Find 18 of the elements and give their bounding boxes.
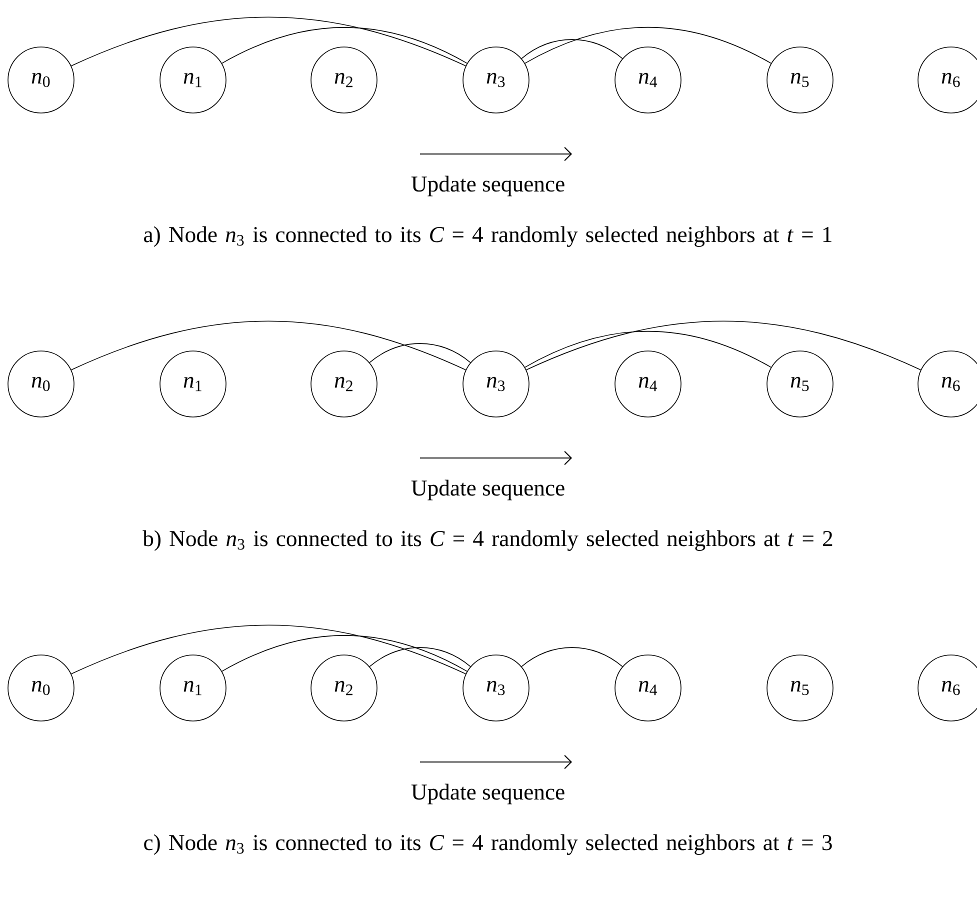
edge-line — [521, 39, 623, 59]
edge-line — [521, 647, 623, 667]
caption: a) Node n$_{3}$ is connected to its C = 4 randomly selected neighbors at t = 1 — [144, 226, 832, 247]
edge-line — [369, 343, 471, 363]
edge-line — [222, 27, 468, 64]
edge-line — [222, 635, 468, 672]
caption: c) Node n$_{3}$ is connected to its C = 4 randomly selected neighbors at t = 3 — [144, 834, 832, 855]
arrow-label: Update sequence — [411, 480, 564, 500]
edge-line — [526, 320, 922, 370]
edge-line — [70, 16, 466, 66]
edge-line — [524, 330, 772, 368]
arrow-label: Update sequence — [411, 784, 564, 804]
edge-line — [524, 26, 772, 64]
edge-line — [70, 320, 466, 370]
edge-line — [369, 647, 471, 667]
caption: b) Node n$_{3}$ is connected to its C = 4 randomly selected neighbors at t = 2 — [142, 530, 832, 551]
arrow-label: Update sequence — [411, 176, 564, 196]
edge-line — [70, 624, 466, 674]
